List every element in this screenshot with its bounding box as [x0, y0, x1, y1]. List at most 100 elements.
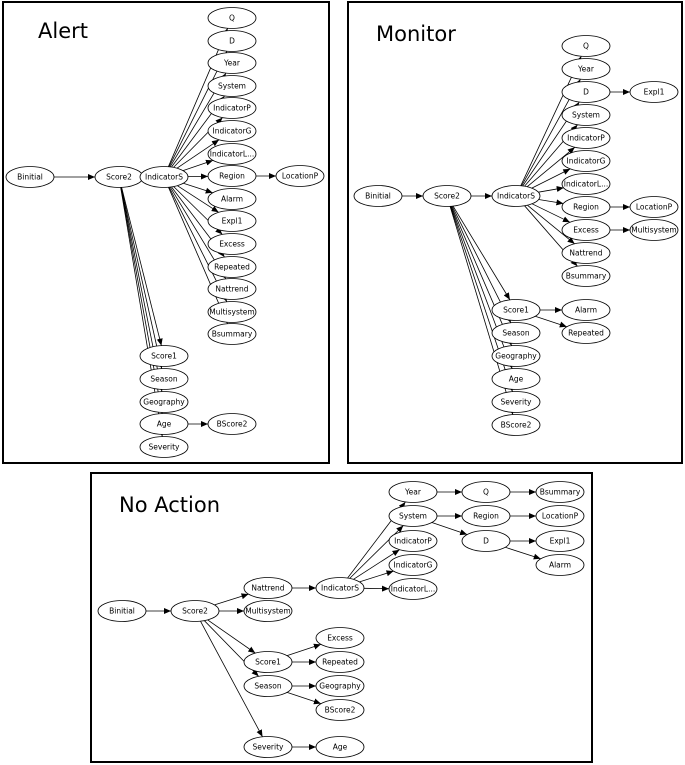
no-action-node-score2: Score2: [170, 600, 220, 622]
monitor-node-score1: Score1: [491, 299, 541, 321]
monitor-edge-indicators-to-nattrend: [527, 204, 575, 245]
no-action-node-label-system: System: [399, 512, 427, 521]
alert-node-score2: Score2: [94, 166, 144, 188]
alert-node-bscore2: BScore2: [207, 413, 257, 435]
monitor-node-label-expl1: Expl1: [644, 88, 665, 97]
monitor-node-shape-bsummary: [561, 265, 611, 287]
no-action-node-shape-q: [461, 481, 511, 503]
alert-node-label-indicators: IndicatorS: [145, 173, 183, 182]
no-action-node-label-indicatorp: IndicatorP: [394, 537, 432, 546]
no-action-node-expl1: Expl1: [535, 530, 585, 552]
monitor-node-shape-score1: [491, 299, 541, 321]
no-action-node-label-bscore2: BScore2: [325, 706, 356, 715]
no-action-node-binitial: Binitial: [97, 600, 147, 622]
monitor-node-label-system: System: [572, 111, 600, 120]
alert-node-multisystem: Multisystem: [207, 301, 257, 323]
monitor-node-geography: Geography: [491, 345, 541, 367]
no-action-node-region: Region: [461, 505, 511, 527]
alert-node-indicatorg: IndicatorG: [207, 120, 257, 142]
no-action-node-label-q: Q: [483, 488, 489, 497]
alert-node-label-bsummary: Bsummary: [212, 330, 253, 339]
monitor-node-label-bscore2: BScore2: [501, 421, 532, 430]
alert-node-label-alarm: Alarm: [221, 195, 243, 204]
monitor-edge-indicators-to-excess: [531, 203, 571, 223]
monitor-node-label-q: Q: [583, 42, 589, 51]
no-action-node-label-score2: Score2: [182, 607, 208, 616]
monitor-node-shape-binitial: [353, 185, 403, 207]
no-action-node-bsummary: Bsummary: [535, 481, 585, 503]
monitor-node-label-alarm: Alarm: [575, 306, 597, 315]
no-action-node-label-binitial: Binitial: [109, 607, 135, 616]
no-action-node-severity: Severity: [243, 736, 293, 758]
monitor-edge-indicators-to-region: [538, 199, 564, 206]
monitor-node-bsummary: Bsummary: [561, 265, 611, 287]
no-action-node-label-season: Season: [254, 682, 281, 691]
monitor-node-label-locationp: LocationP: [636, 203, 673, 212]
no-action-node-bscore2: BScore2: [315, 699, 365, 721]
alert-node-shape-indicatorg: [207, 120, 257, 142]
monitor-node-shape-expl1: [629, 81, 679, 103]
no-action-node-multisystem: Multisystem: [243, 600, 293, 622]
alert-edge-indicators-to-bsummary: [168, 187, 228, 324]
alert-edge-indicators-to-q: [168, 28, 228, 167]
monitor-node-repeated: Repeated: [561, 322, 611, 344]
alert-node-shape-system: [207, 75, 257, 97]
no-action-node-shape-system: [388, 505, 438, 527]
alert-node-shape-indicators: [139, 166, 189, 188]
no-action-node-shape-alarm: [535, 554, 585, 576]
monitor-node-label-indicatorp: IndicatorP: [567, 134, 605, 143]
alert-node-shape-repeated: [207, 256, 257, 278]
alert-node-label-season: Season: [150, 375, 177, 384]
alert-node-shape-q: [207, 7, 257, 29]
no-action-node-shape-nattrend: [243, 577, 293, 599]
no-action-node-label-indicatorl: IndicatorL...: [391, 585, 435, 594]
monitor-edge-indicators-to-indicatorp: [526, 146, 576, 188]
alert-node-shape-region: [207, 165, 257, 187]
monitor-node-expl1: Expl1: [629, 81, 679, 103]
monitor-node-label-year: Year: [577, 65, 595, 74]
monitor-node-q: Q: [561, 35, 611, 57]
monitor-node-shape-severity: [491, 391, 541, 413]
alert-node-label-q: Q: [229, 14, 235, 23]
no-action-node-label-geography: Geography: [319, 682, 361, 691]
monitor-edge-indicators-to-indicatorl: [538, 186, 564, 193]
monitor-edge-score2-to-age: [450, 206, 513, 369]
no-action-node-excess: Excess: [315, 627, 365, 649]
monitor-node-shape-indicatorg: [561, 150, 611, 172]
monitor-node-d: D: [561, 81, 611, 103]
no-action-node-label-year: Year: [404, 488, 422, 497]
no-action-node-shape-repeated: [315, 651, 365, 673]
no-action-edge-score1-to-excess: [286, 643, 322, 656]
no-action-node-shape-year: [388, 481, 438, 503]
no-action-node-label-severity: Severity: [253, 743, 285, 752]
alert-node-shape-severity: [139, 436, 189, 458]
no-action-node-shape-binitial: [97, 600, 147, 622]
alert-node-alarm: Alarm: [207, 188, 257, 210]
monitor-node-score2: Score2: [422, 185, 472, 207]
no-action-node-shape-indicatorp: [388, 530, 438, 552]
monitor-node-label-repeated: Repeated: [568, 329, 604, 338]
alert-node-geography: Geography: [139, 391, 189, 413]
monitor-node-indicatorg: IndicatorG: [561, 150, 611, 172]
monitor-node-indicatorp: IndicatorP: [561, 127, 611, 149]
no-action-node-score1: Score1: [243, 651, 293, 673]
no-action-edge-d-to-alarm: [505, 546, 541, 560]
alert-node-shape-age: [139, 413, 189, 435]
monitor-node-shape-indicatorp: [561, 127, 611, 149]
monitor-node-shape-season: [491, 322, 541, 344]
alert-node-label-system: System: [218, 82, 246, 91]
alert-node-region: Region: [207, 165, 257, 187]
alert-node-locationp: LocationP: [275, 165, 325, 187]
monitor-node-shape-score2: [422, 185, 472, 207]
monitor-node-severity: Severity: [491, 391, 541, 413]
monitor-node-label-binitial: Binitial: [365, 192, 391, 201]
monitor-node-shape-indicatorl: [561, 173, 611, 195]
no-action-node-label-excess: Excess: [327, 634, 353, 643]
no-action-node-shape-indicatorl: [388, 578, 438, 600]
monitor-edge-score1-to-repeated: [535, 315, 567, 328]
monitor-node-shape-excess: [561, 219, 611, 241]
no-action-node-repeated: Repeated: [315, 651, 365, 673]
alert-node-expl1: Expl1: [207, 210, 257, 232]
monitor-node-shape-multisystem: [629, 219, 679, 241]
no-action-node-indicatorg: IndicatorG: [388, 554, 438, 576]
